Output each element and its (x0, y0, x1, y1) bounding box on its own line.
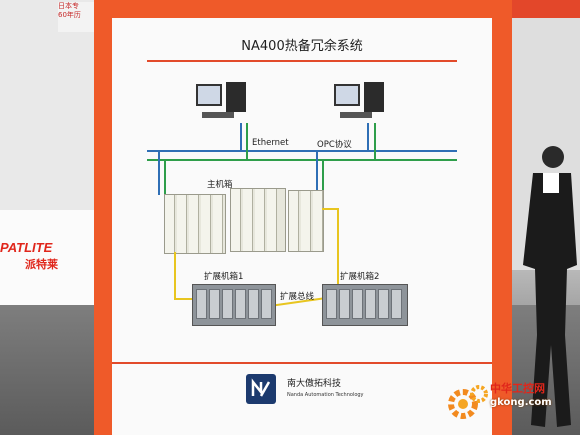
booth-sign-line1: 日本专 (58, 2, 79, 10)
opc-label: OPC协议 (317, 140, 352, 150)
poster-title: NA400热备冗余系统 (241, 39, 363, 54)
patlite-logo-cn: 派特莱 (25, 258, 58, 271)
exp-bus-left (174, 252, 176, 298)
main-rack-label: 主机箱 (207, 180, 233, 190)
rack-drop-green-left (164, 159, 166, 195)
booth-sign-line2: 60年历 (58, 11, 81, 19)
left-booth-counter (0, 210, 102, 305)
company-name-en: Nanda Automation Technology (287, 392, 364, 398)
rack-drop-green-right (322, 159, 324, 195)
exp-rack2-label: 扩展机箱2 (340, 272, 380, 282)
watermark-cn: 中华工控网 (490, 382, 545, 395)
gear-icon (448, 385, 488, 419)
ethernet-cable (147, 150, 457, 152)
company-name-cn: 南大傲拓科技 (287, 379, 342, 389)
main-rack-center (230, 188, 286, 252)
opc-cable (147, 159, 457, 161)
exp-bus-right-h (322, 208, 338, 210)
pc1-drop-green (246, 123, 248, 160)
ethernet-label: Ethernet (252, 138, 289, 148)
rack-drop-blue-right (316, 150, 318, 195)
left-booth-sign: 日本专 60年历 (58, 2, 98, 32)
expansion-rack-2 (322, 284, 408, 326)
exp-rack1-label: 扩展机箱1 (204, 272, 244, 282)
visitor-silhouette (523, 146, 577, 427)
right-booth-banner (505, 0, 580, 18)
title-divider (147, 60, 457, 62)
exp-bus-label: 扩展总线 (280, 292, 315, 302)
rack-drop-blue-left (158, 150, 160, 195)
patlite-logo: PATLITE (0, 240, 53, 255)
pc2-drop-blue (367, 123, 369, 151)
workstation-1-icon (196, 82, 246, 118)
main-rack-left (164, 194, 226, 254)
poster: NA400热备冗余系统 Ethernet OPC协议 主机箱 扩 (112, 18, 492, 435)
expansion-rack-1 (192, 284, 276, 326)
exp-bus-right (337, 208, 339, 298)
workstation-2-icon (334, 82, 384, 118)
company-logo-icon (246, 374, 276, 404)
footer-divider (112, 362, 492, 364)
pc1-drop-blue (240, 123, 242, 151)
main-rack-right (288, 190, 324, 252)
watermark-url: gkong.com (490, 397, 552, 408)
pc2-drop-green (374, 123, 376, 160)
exp-bus-left-h (174, 298, 196, 300)
